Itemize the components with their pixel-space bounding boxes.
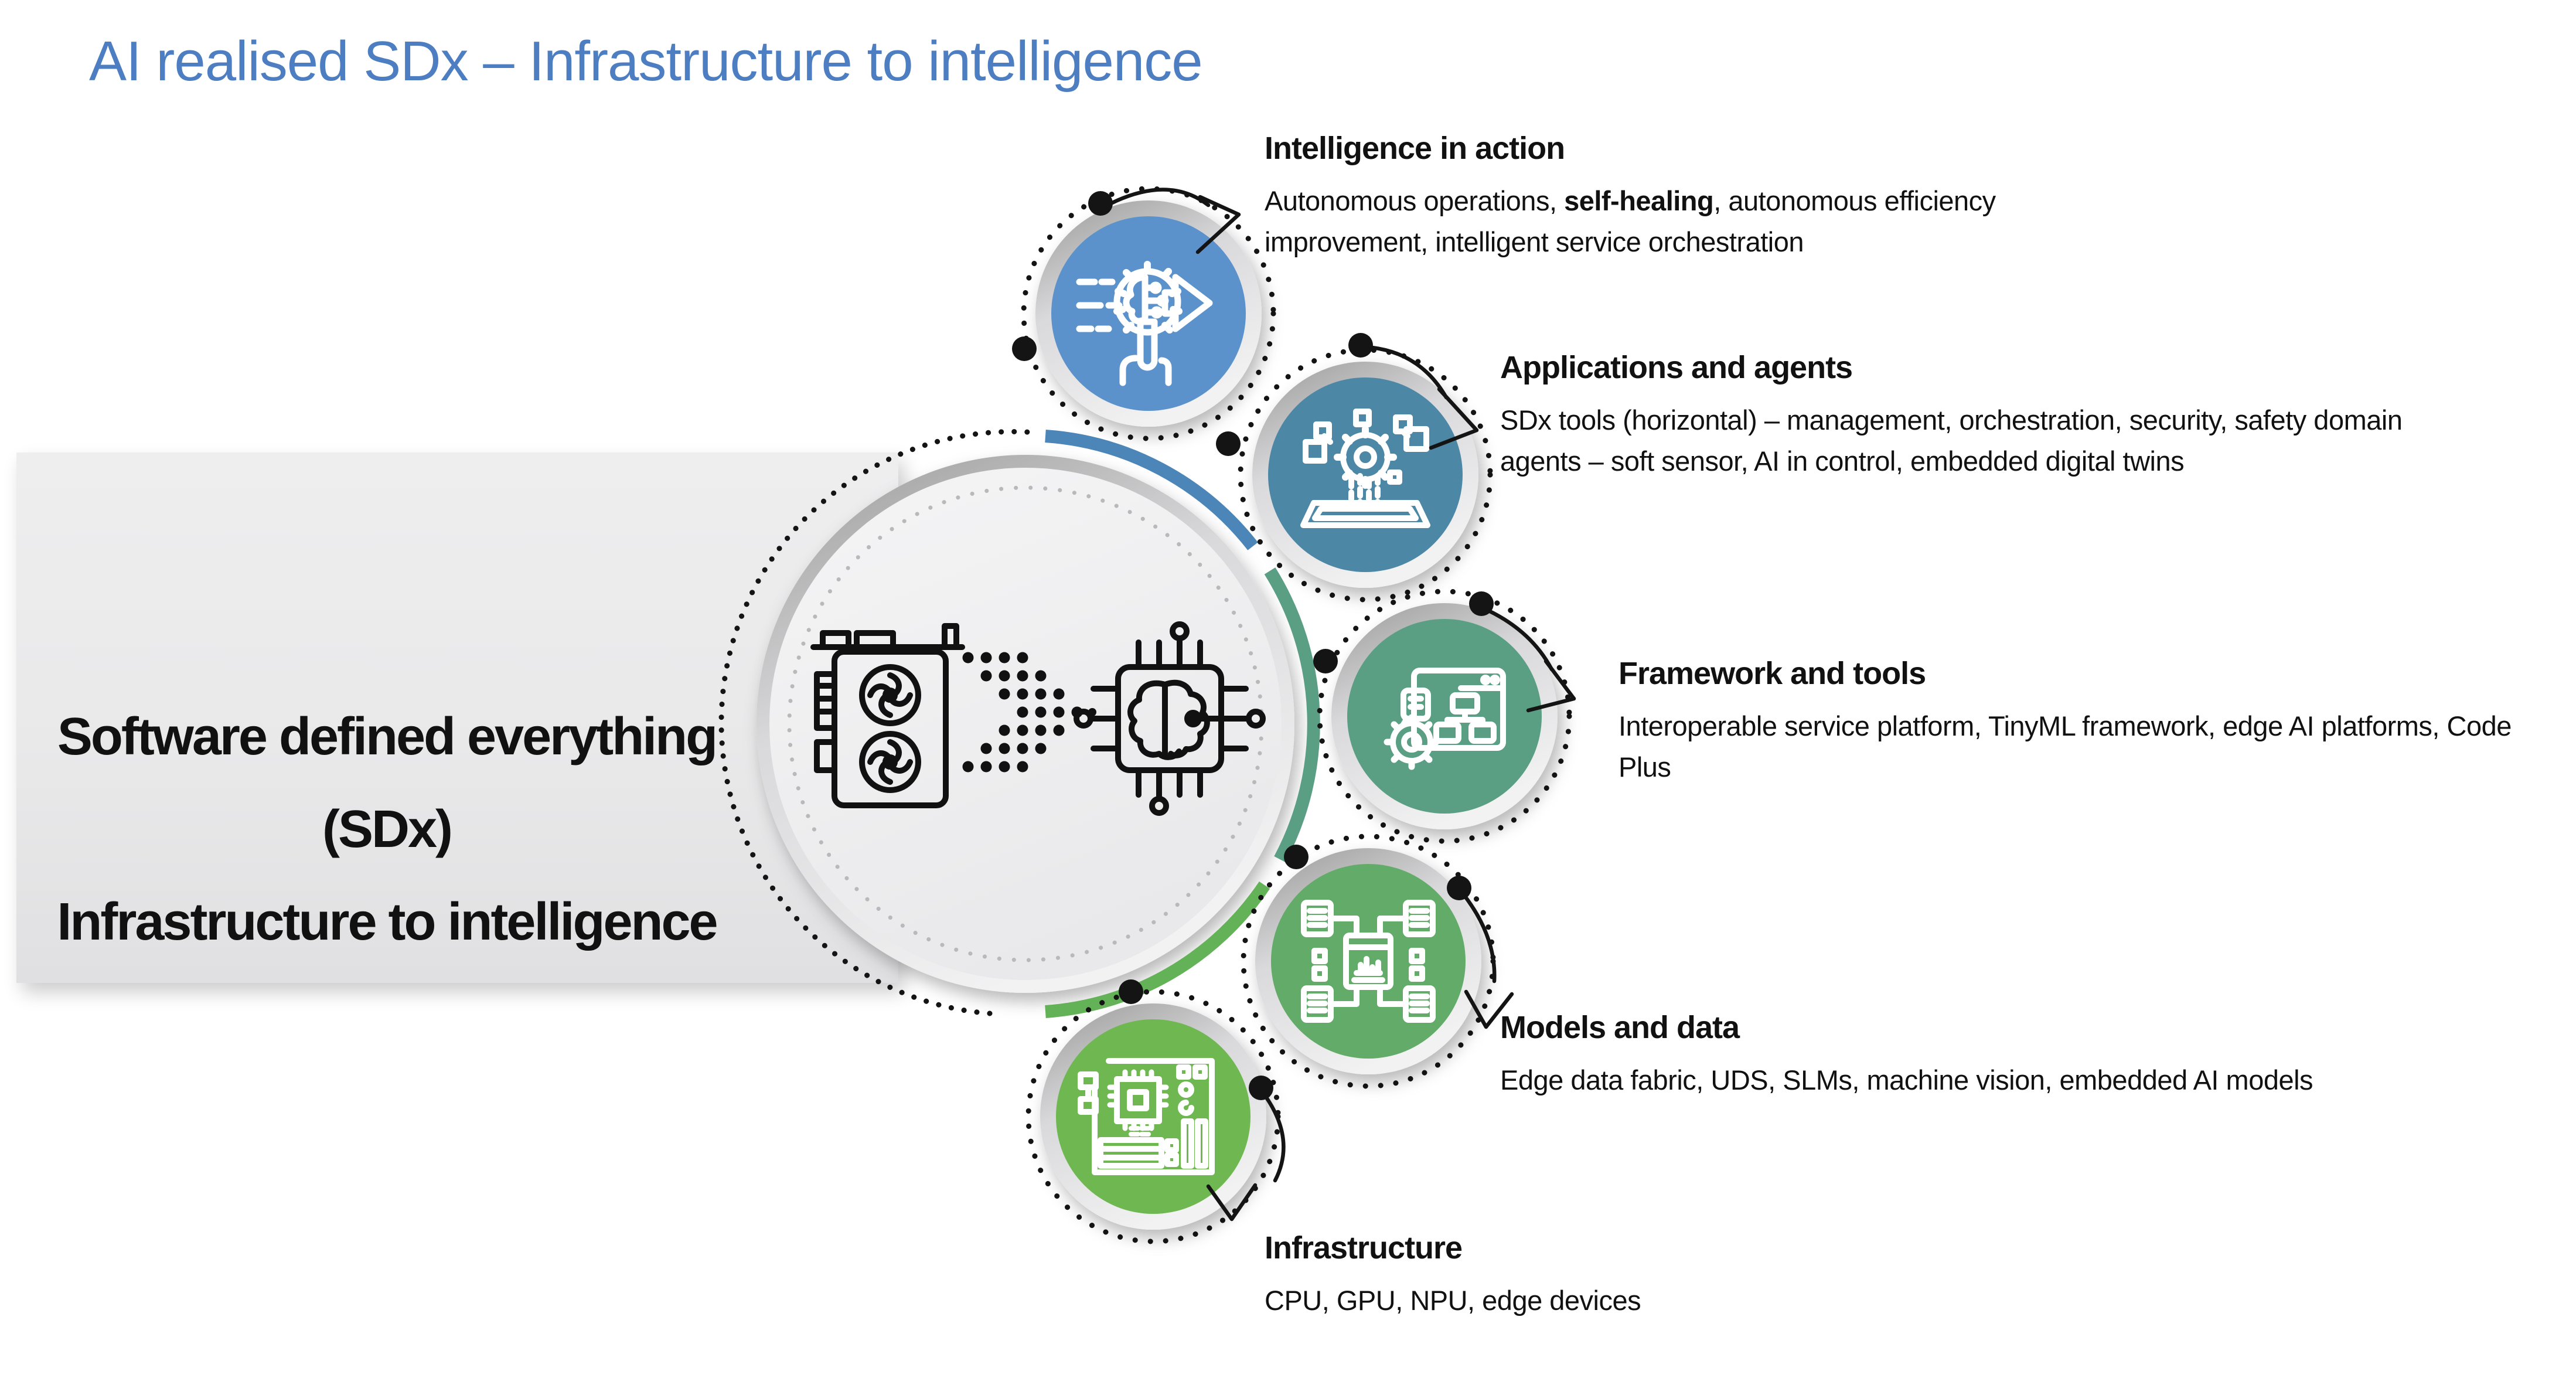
label-intelligence-in-action: Intelligence in action Autonomous operat… — [1265, 130, 2132, 263]
node-framework-and-tools — [1317, 588, 1572, 844]
label-infrastructure: Infrastructure CPU, GPU, NPU, edge devic… — [1265, 1230, 1641, 1321]
motherboard-icon — [1078, 1058, 1215, 1175]
node-dotted-ring — [1238, 347, 1493, 603]
body-infrastructure: CPU, GPU, NPU, edge devices — [1265, 1285, 1641, 1316]
label-applications-and-agents: Applications and agents SDx tools (horiz… — [1500, 349, 2485, 482]
window-flowchart-gear-icon — [1384, 668, 1506, 770]
node-models-and-data — [1241, 833, 1496, 1089]
label-models-and-data: Models and data Edge data fabric, UDS, S… — [1500, 1009, 2313, 1101]
heading-models-and-data: Models and data — [1500, 1010, 1740, 1045]
tail-arrow-infrastructure — [1206, 1183, 1258, 1222]
arc-blue — [1045, 430, 1258, 550]
sdx-line-3: Infrastructure to intelligence — [57, 893, 718, 951]
node-applications-and-agents — [1238, 347, 1493, 603]
page-title: AI realised SDx – Infrastructure to inte… — [89, 30, 1203, 93]
sdx-band — [16, 452, 898, 983]
heading-intelligence-in-action: Intelligence in action — [1265, 131, 1565, 166]
body-intelligence-in-action: Autonomous operations, self-healing, aut… — [1265, 185, 1996, 257]
tail-arrow-framework — [1526, 659, 1576, 713]
data-flow-dots — [962, 652, 1096, 773]
gpu-card-icon — [810, 623, 965, 808]
node-infrastructure — [1025, 989, 1281, 1244]
body-framework-and-tools: Interoperable service platform, TinyML f… — [1618, 710, 2512, 782]
node-dotted-ring — [1317, 588, 1572, 844]
ai-chip-icon — [1074, 621, 1266, 816]
data-fabric-documents-icon — [1301, 900, 1436, 1023]
gear-platform-icon — [1300, 409, 1430, 528]
tail-arrow-applications — [1429, 387, 1479, 450]
sdx-line-1: Software defined everything — [57, 707, 718, 766]
heading-applications-and-agents: Applications and agents — [1500, 350, 1853, 385]
label-framework-and-tools: Framework and tools Interoperable servic… — [1618, 655, 2533, 788]
arc-green — [1045, 881, 1270, 1018]
tail-arrow-models — [1464, 989, 1514, 1029]
node-intelligence-in-action — [1021, 186, 1276, 441]
hand-ai-gear-arrow-icon — [1076, 261, 1213, 386]
tail-arrow-intelligence — [1195, 195, 1241, 254]
sdx-band-label: Software defined everything (SDx) Infras… — [6, 690, 768, 968]
body-applications-and-agents: SDx tools (horizontal) – management, orc… — [1500, 404, 2403, 477]
pointer-tails — [1103, 188, 1576, 1222]
heading-infrastructure: Infrastructure — [1265, 1230, 1463, 1265]
sdx-line-2: (SDx) — [322, 800, 453, 859]
node-dotted-ring — [1021, 186, 1276, 441]
central-circle — [718, 428, 1320, 1018]
body-models-and-data: Edge data fabric, UDS, SLMs, machine vis… — [1500, 1064, 2313, 1095]
arc-seagreen — [1264, 567, 1320, 863]
heading-framework-and-tools: Framework and tools — [1618, 656, 1926, 691]
